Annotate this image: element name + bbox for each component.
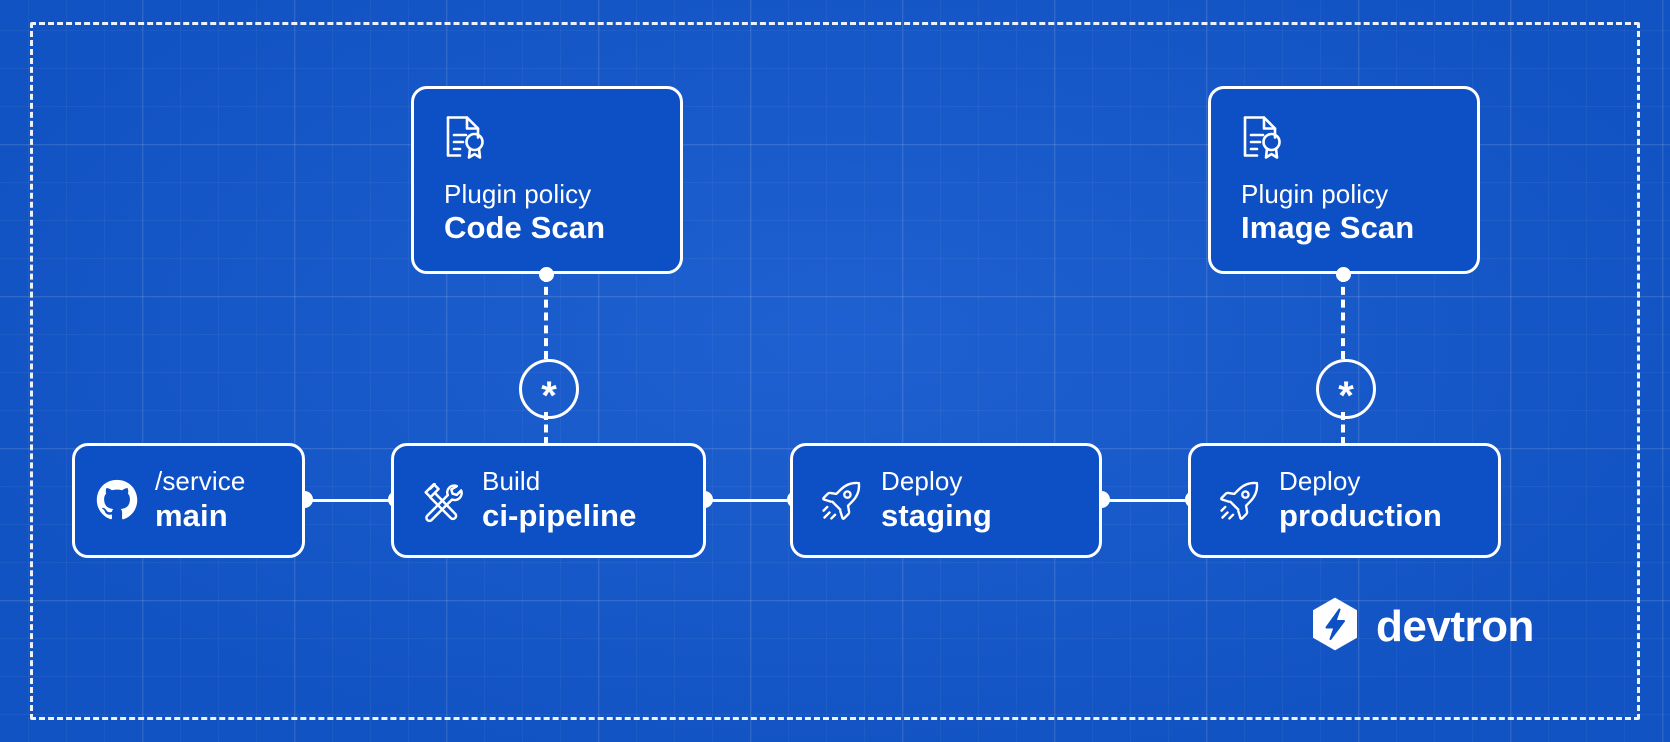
- wildcard-badge-symbol: *: [1338, 374, 1354, 418]
- pipeline-node-sublabel: Deploy: [1279, 466, 1361, 497]
- policy-card-sublabel: Plugin policy: [444, 179, 592, 210]
- wildcard-badge[interactable]: *: [1316, 359, 1376, 419]
- dashed-link-lower: [544, 412, 548, 445]
- pipeline-node-production[interactable]: Deploy production: [1188, 443, 1501, 558]
- pipeline-node-title: ci-pipeline: [482, 498, 637, 534]
- policy-card-text: Plugin policy Image Scan: [1241, 179, 1415, 246]
- pipeline-node-title: production: [1279, 498, 1442, 534]
- pipeline-node-sublabel: Build: [482, 466, 541, 497]
- dashed-frame-border: [30, 22, 1640, 720]
- dashed-link-upper: [544, 274, 548, 359]
- document-certificate-icon: [444, 114, 486, 160]
- document-certificate-icon: [1241, 114, 1283, 160]
- pipeline-node-title: main: [155, 498, 228, 534]
- pipeline-node-build[interactable]: Build ci-pipeline: [391, 443, 706, 558]
- pipeline-node-sublabel: /service: [155, 466, 246, 497]
- pipeline-node-title: staging: [881, 498, 992, 534]
- connector-line: [703, 499, 794, 502]
- policy-card-title: Code Scan: [444, 210, 606, 246]
- github-icon: [95, 479, 139, 523]
- policy-card-code-scan[interactable]: Plugin policy Code Scan: [411, 86, 683, 274]
- connector-line: [1100, 499, 1192, 502]
- brand-lockup: devtron: [1310, 596, 1534, 657]
- policy-card-image-scan[interactable]: Plugin policy Image Scan: [1208, 86, 1480, 274]
- pipeline-node-text: Build ci-pipeline: [482, 466, 637, 534]
- pipeline-node-text: Deploy staging: [881, 466, 992, 534]
- pipeline-node-staging[interactable]: Deploy staging: [790, 443, 1102, 558]
- dashed-link-upper: [1341, 274, 1345, 359]
- pipeline-node-sublabel: Deploy: [881, 466, 963, 497]
- pipeline-node-text: /service main: [155, 466, 246, 534]
- policy-card-text: Plugin policy Code Scan: [444, 179, 606, 246]
- connector-line: [303, 499, 395, 502]
- dashed-link-lower: [1341, 412, 1345, 445]
- pipeline-node-text: Deploy production: [1279, 466, 1442, 534]
- rocket-icon: [819, 479, 863, 523]
- devtron-wordmark: devtron: [1376, 601, 1534, 651]
- wildcard-badge-symbol: *: [541, 374, 557, 418]
- wildcard-badge[interactable]: *: [519, 359, 579, 419]
- hammer-wrench-icon: [418, 478, 464, 524]
- policy-card-sublabel: Plugin policy: [1241, 179, 1389, 210]
- rocket-icon: [1217, 479, 1261, 523]
- devtron-hexagon-logo-icon: [1310, 596, 1360, 657]
- policy-card-title: Image Scan: [1241, 210, 1415, 246]
- pipeline-node-source[interactable]: /service main: [72, 443, 305, 558]
